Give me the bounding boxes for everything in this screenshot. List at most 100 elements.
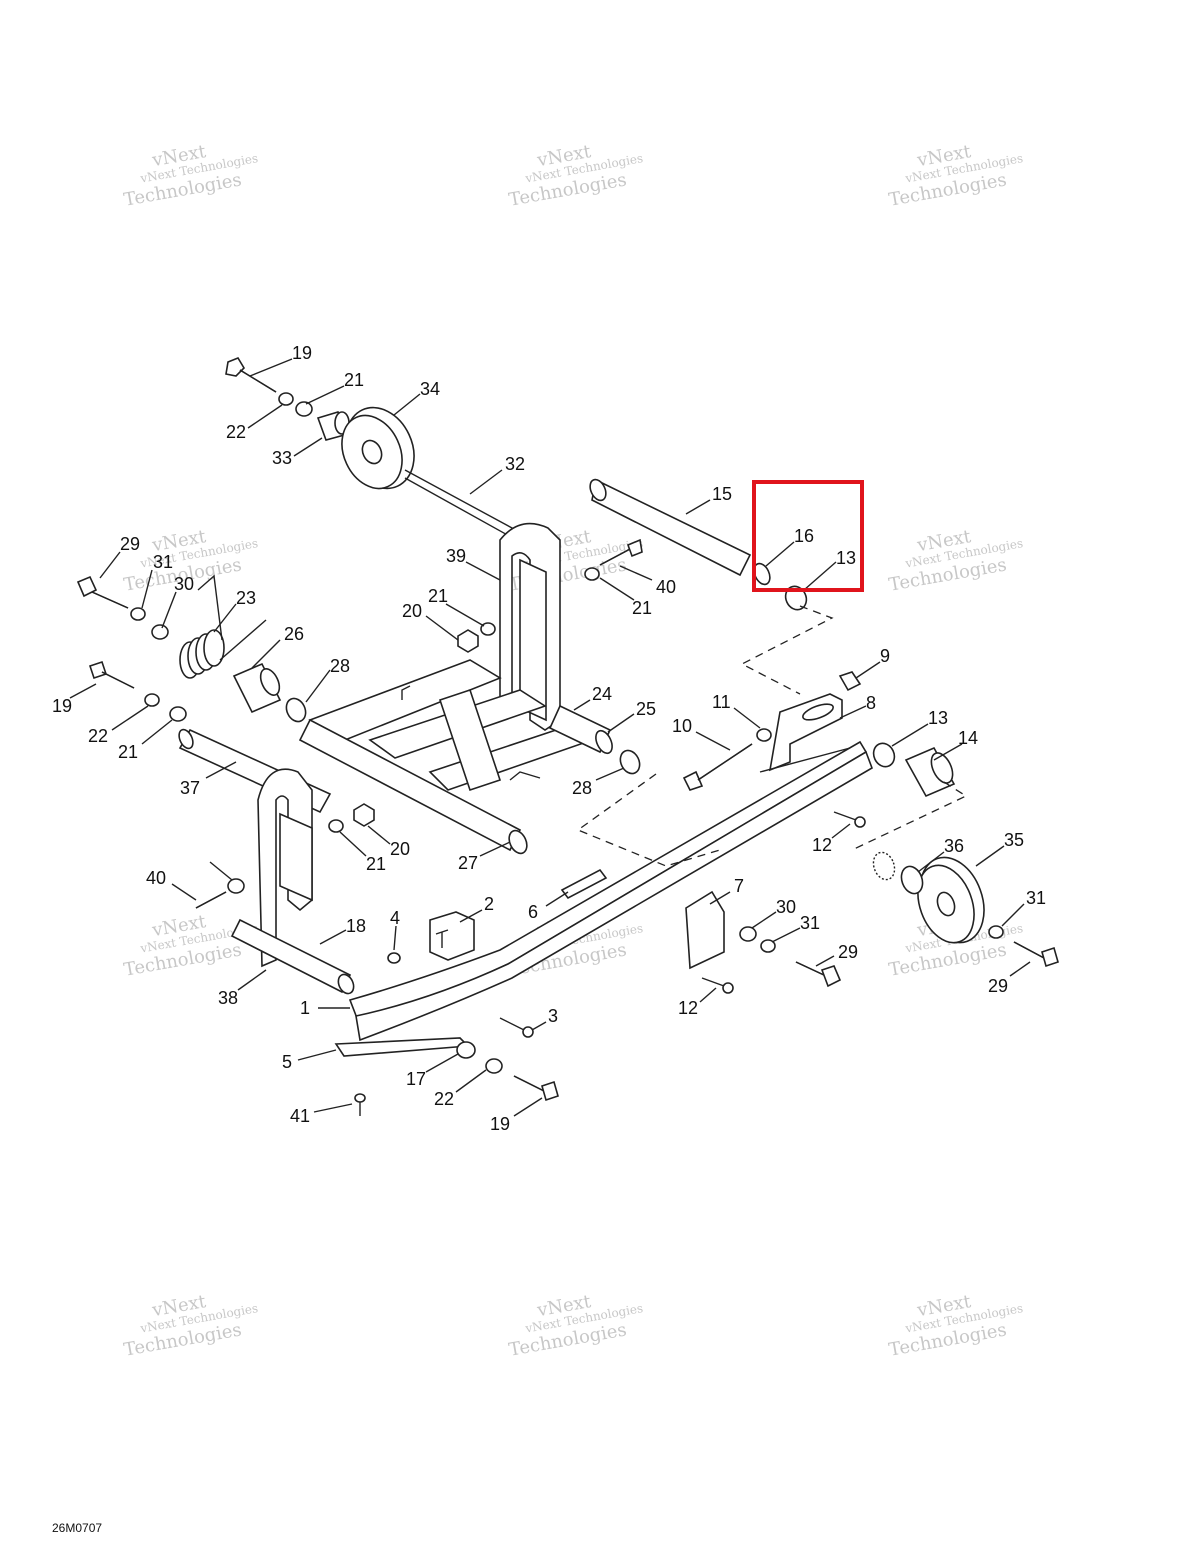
nut-20-left: [353, 803, 375, 827]
callout-label: 12: [812, 835, 832, 855]
washer-21-leftlow: [328, 819, 344, 833]
callout-label: 23: [236, 588, 256, 608]
callout-label: 13: [928, 708, 948, 728]
callout-label: 9: [880, 646, 890, 666]
washer-13-right: [872, 742, 896, 768]
callout-label: 19: [490, 1114, 510, 1134]
callout-label: 1: [300, 998, 310, 1018]
callout-label: 21: [366, 854, 386, 874]
callout-label: 20: [402, 601, 422, 621]
washer-30-center: [739, 926, 757, 942]
washer-22-left: [144, 693, 160, 707]
shaft-27: [298, 718, 528, 855]
spring-23: [179, 574, 267, 679]
callout-label: 13: [836, 548, 856, 568]
bearing-36: [900, 865, 924, 895]
callout-label: 24: [592, 684, 612, 704]
screw-12-bottom: [701, 977, 734, 994]
callout-label: 33: [272, 448, 292, 468]
bolt-40-top: [584, 538, 643, 581]
screw-12-right: [833, 811, 866, 828]
callout-label: 19: [52, 696, 72, 716]
callout-label: 17: [406, 1069, 426, 1089]
screw-41: [354, 1093, 366, 1116]
parts-artwork: [76, 357, 1059, 1116]
callout-label: 41: [290, 1106, 310, 1126]
callout-label: 18: [346, 916, 366, 936]
bolt-10: [682, 743, 753, 791]
bolt-19-bottom: [513, 1075, 559, 1102]
shaft-15: [589, 478, 752, 577]
callout-label: 29: [988, 976, 1008, 996]
callout-label: 26: [284, 624, 304, 644]
bushing-26: [232, 662, 282, 714]
callout-label: 27: [458, 853, 478, 873]
washer-22-top: [278, 392, 294, 406]
bolt-19-top: [225, 357, 277, 393]
rear-arm-38: [230, 768, 355, 995]
callout-label: 6: [528, 902, 538, 922]
callout-label: 28: [572, 778, 592, 798]
callout-label: 25: [636, 699, 656, 719]
washer-13-top: [784, 585, 808, 611]
callout-label: 8: [866, 693, 876, 713]
callout-label: 22: [434, 1089, 454, 1109]
bushing-14: [904, 746, 956, 798]
axle-32: [404, 469, 526, 543]
nut-9: [838, 671, 862, 692]
spacer-21-top: [295, 401, 313, 417]
nut-11: [756, 728, 772, 742]
callout-label: 40: [656, 577, 676, 597]
callout-label: 31: [800, 913, 820, 933]
callout-labels: 19 21 34 22 33 32 15 16 13 29 31 30 39 4…: [52, 343, 1046, 1134]
wheel-35: [917, 856, 985, 944]
bolt-29-center: [795, 961, 842, 988]
callout-label: 39: [446, 546, 466, 566]
callout-label: 5: [282, 1052, 292, 1072]
washer-31-center: [760, 939, 776, 953]
callout-label: 32: [505, 454, 525, 474]
front-arm-39: [499, 522, 561, 731]
shaft-24: [548, 704, 613, 755]
callout-label: 37: [180, 778, 200, 798]
callout-label: 20: [390, 839, 410, 859]
nut-20-mid: [457, 629, 479, 653]
screw-3: [499, 1017, 534, 1038]
washer-21-left: [169, 706, 187, 722]
wheel-34-top: [341, 406, 415, 490]
callout-leaders: [69, 358, 1031, 1117]
callout-label: 22: [88, 726, 108, 746]
callout-label: 38: [218, 988, 238, 1008]
washer-17: [456, 1041, 476, 1059]
ring-36: [872, 851, 896, 881]
callout-label: 31: [1026, 888, 1046, 908]
bolt-40-left: [195, 878, 245, 909]
highlight-box: [752, 480, 864, 592]
callout-label: 19: [292, 343, 312, 363]
washer-21-mid: [480, 622, 496, 636]
callout-label: 4: [390, 908, 400, 928]
callout-label: 2: [484, 894, 494, 914]
bushing-28-right: [619, 749, 641, 775]
callout-label: 31: [153, 552, 173, 572]
stopper-block-2: [429, 911, 475, 961]
washer-31-left: [130, 607, 146, 621]
callout-label: 21: [632, 598, 652, 618]
callout-label: 16: [794, 526, 814, 546]
callout-label: 35: [1004, 830, 1024, 850]
callout-label: 29: [838, 942, 858, 962]
callout-label: 10: [672, 716, 692, 736]
screw-4: [387, 952, 401, 964]
slide-rail-1: [348, 740, 873, 1042]
washer-30-left: [151, 624, 169, 640]
bushing-28-left: [285, 697, 307, 723]
callout-label: 28: [330, 656, 350, 676]
callout-label: 21: [344, 370, 364, 390]
plate-6: [560, 868, 608, 900]
bolt-19-left: [88, 660, 135, 689]
cross-frame: [308, 659, 600, 792]
callout-label: 14: [958, 728, 978, 748]
callout-label: 29: [120, 534, 140, 554]
callout-label: 34: [420, 379, 440, 399]
